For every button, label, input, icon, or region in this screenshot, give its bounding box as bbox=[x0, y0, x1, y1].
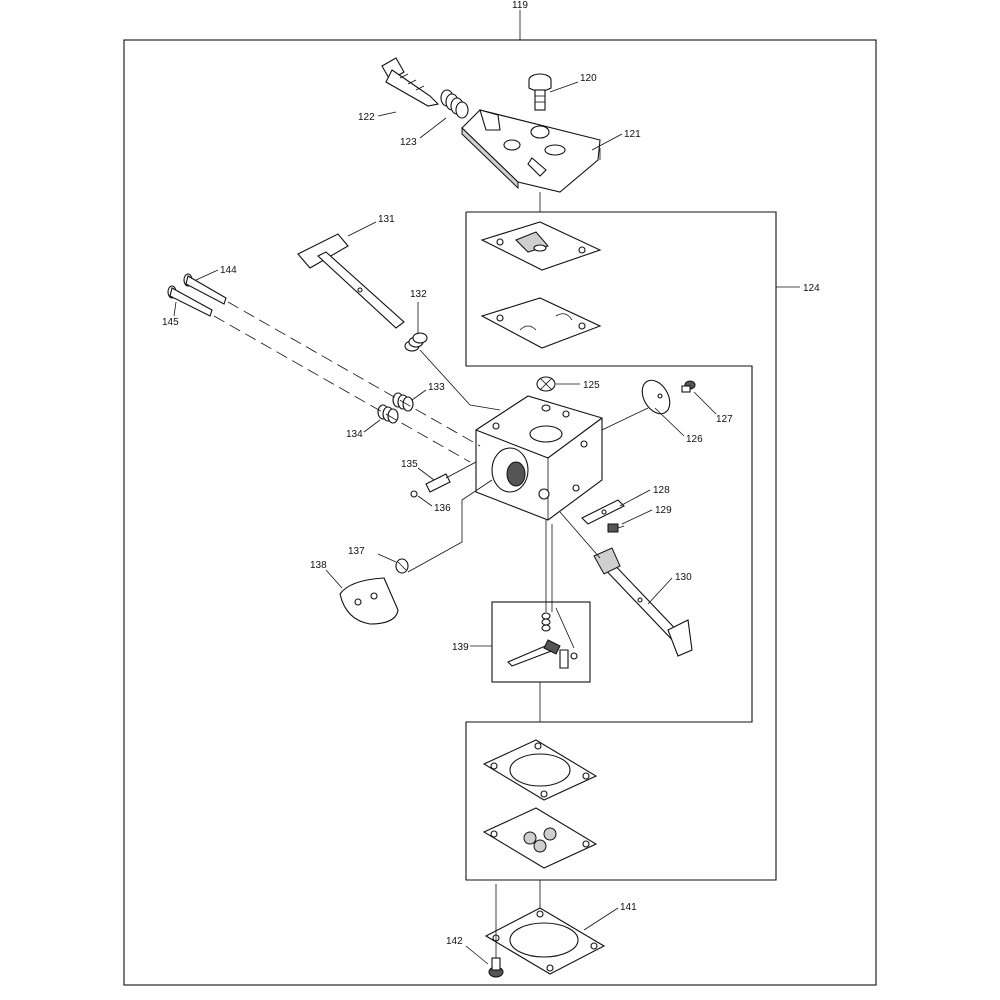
label-122[interactable]: 122 bbox=[358, 112, 375, 123]
pump-diaphragm-top[interactable] bbox=[480, 297, 602, 349]
mixture-screw-144[interactable] bbox=[183, 273, 227, 305]
metering-lever-assembly[interactable] bbox=[507, 612, 578, 669]
label-119: 119 bbox=[512, 0, 528, 11]
spring-134[interactable] bbox=[377, 404, 399, 424]
label-135[interactable]: 135 bbox=[401, 459, 418, 470]
label-141[interactable]: 141 bbox=[620, 902, 637, 913]
throttle-plate-126[interactable] bbox=[637, 375, 676, 418]
label-127[interactable]: 127 bbox=[716, 414, 733, 425]
label-134[interactable]: 134 bbox=[346, 429, 363, 440]
label-133[interactable]: 133 bbox=[428, 382, 445, 393]
carburetor-body[interactable] bbox=[475, 395, 603, 521]
label-132[interactable]: 132 bbox=[410, 289, 427, 300]
label-128[interactable]: 128 bbox=[653, 485, 670, 496]
throttle-shaft-130[interactable] bbox=[593, 547, 693, 657]
label-142[interactable]: 142 bbox=[446, 936, 463, 947]
screw-127[interactable] bbox=[681, 380, 696, 393]
throttle-lever-128[interactable] bbox=[581, 499, 625, 525]
mixture-screw-145[interactable] bbox=[167, 285, 213, 317]
pump-gasket-top[interactable] bbox=[480, 221, 602, 271]
label-120[interactable]: 120 bbox=[580, 73, 597, 84]
label-125[interactable]: 125 bbox=[583, 380, 600, 391]
metering-diaphragm[interactable] bbox=[482, 807, 598, 869]
metering-kit-139-box bbox=[491, 601, 591, 683]
label-129[interactable]: 129 bbox=[655, 505, 672, 516]
label-144[interactable]: 144 bbox=[220, 265, 237, 276]
label-145[interactable]: 145 bbox=[162, 317, 179, 328]
pump-cover-121[interactable] bbox=[461, 109, 601, 193]
label-136[interactable]: 136 bbox=[434, 503, 451, 514]
filter-screen-125[interactable] bbox=[536, 376, 556, 392]
label-124[interactable]: 124 bbox=[803, 283, 820, 294]
choke-spring-132[interactable] bbox=[404, 332, 428, 352]
screw-142[interactable] bbox=[488, 957, 504, 978]
spring-123[interactable] bbox=[440, 89, 469, 119]
check-ball-136[interactable] bbox=[410, 490, 418, 498]
label-123[interactable]: 123 bbox=[400, 137, 417, 148]
screw-122[interactable] bbox=[381, 57, 440, 107]
metering-gasket[interactable] bbox=[482, 739, 598, 801]
label-138[interactable]: 138 bbox=[310, 560, 327, 571]
label-126[interactable]: 126 bbox=[686, 434, 703, 445]
screw-129[interactable] bbox=[607, 523, 625, 533]
label-131[interactable]: 131 bbox=[378, 214, 395, 225]
assembly-frame bbox=[123, 39, 877, 986]
label-139[interactable]: 139 bbox=[452, 642, 469, 653]
choke-shaft-131[interactable] bbox=[297, 233, 405, 329]
kit-124-outline bbox=[465, 211, 777, 881]
label-137[interactable]: 137 bbox=[348, 546, 365, 557]
screw-137[interactable] bbox=[395, 558, 409, 574]
idle-screw-135[interactable] bbox=[425, 473, 451, 493]
label-130[interactable]: 130 bbox=[675, 572, 692, 583]
cover-plate-138[interactable] bbox=[339, 577, 399, 625]
metering-cover-141[interactable] bbox=[484, 907, 606, 975]
label-121[interactable]: 121 bbox=[624, 129, 641, 140]
screw-120[interactable] bbox=[528, 73, 552, 111]
